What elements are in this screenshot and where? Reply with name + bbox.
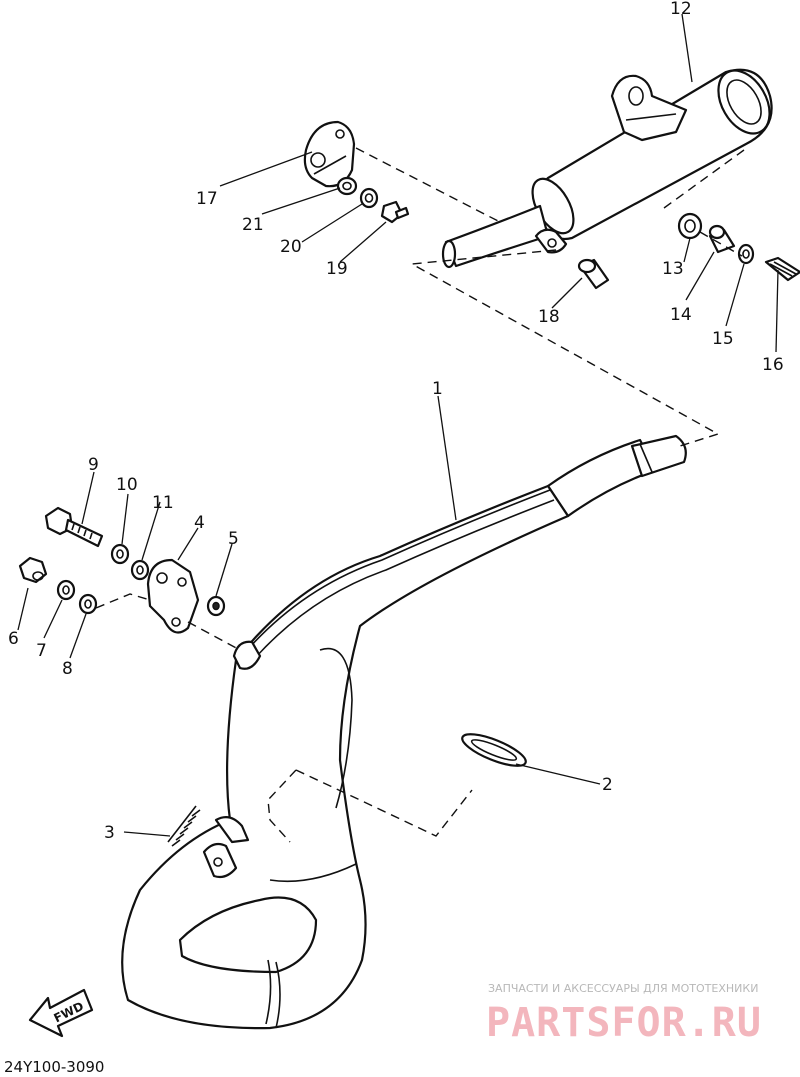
bracket-part-4	[146, 558, 200, 634]
washer-part-10	[110, 543, 130, 565]
callout-20: 20	[280, 237, 302, 257]
washer-part-7	[56, 579, 76, 601]
grommet-part-13	[677, 212, 703, 240]
callout-8: 8	[62, 659, 73, 679]
washer-part-5	[206, 595, 226, 617]
callout-9: 9	[88, 455, 99, 475]
muffler-part-12	[441, 68, 773, 269]
callout-6: 6	[8, 629, 19, 649]
watermark-tagline: ЗАПЧАСТИ И АКСЕССУАРЫ ДЛЯ МОТОТЕХНИКИ	[488, 982, 758, 995]
exhaust-pipe-part-1	[121, 434, 687, 1030]
callout-15: 15	[712, 329, 734, 349]
callout-17: 17	[196, 189, 218, 209]
bracket-part-17	[303, 120, 356, 188]
leader-lines	[17, 13, 779, 837]
callout-labels: 1 2 3 4 5 6 7 8 9 10 11 12 13 14 15 16 1…	[8, 0, 784, 843]
callout-21: 21	[242, 215, 264, 235]
callout-3: 3	[104, 823, 115, 843]
callout-12: 12	[670, 0, 692, 19]
washer-part-8	[78, 593, 98, 615]
callout-2: 2	[602, 775, 613, 795]
diagram-code: 24Y100-3090	[4, 1058, 104, 1076]
watermark: ЗАПЧАСТИ И АКСЕССУАРЫ ДЛЯ МОТОТЕХНИКИ PA…	[486, 982, 762, 1046]
callout-5: 5	[228, 529, 239, 549]
spring-part-3	[167, 805, 201, 847]
nut-part-6	[18, 556, 48, 584]
callout-14: 14	[670, 305, 692, 325]
callout-19: 19	[326, 259, 348, 279]
callout-13: 13	[662, 259, 684, 279]
callout-11: 11	[152, 493, 174, 513]
callout-18: 18	[538, 307, 560, 327]
fwd-arrow: FWD	[28, 988, 94, 1038]
bolt-part-18	[577, 258, 610, 290]
collar-part-14	[708, 224, 736, 254]
bolt-part-19	[380, 200, 410, 224]
washer-part-11	[130, 559, 150, 581]
assembly-lines	[95, 147, 745, 843]
callout-7: 7	[36, 641, 47, 661]
callout-4: 4	[194, 513, 205, 533]
washer-part-20	[359, 187, 379, 209]
callout-16: 16	[762, 355, 784, 375]
gasket-part-2	[461, 733, 527, 767]
callout-10: 10	[116, 475, 138, 495]
callout-1: 1	[432, 379, 443, 399]
watermark-brand: PARTSFOR.RU	[486, 1000, 762, 1046]
bolt-part-16	[764, 256, 800, 282]
bolt-part-9	[44, 506, 104, 548]
washer-part-15	[737, 243, 755, 265]
washer-part-21	[336, 176, 358, 196]
